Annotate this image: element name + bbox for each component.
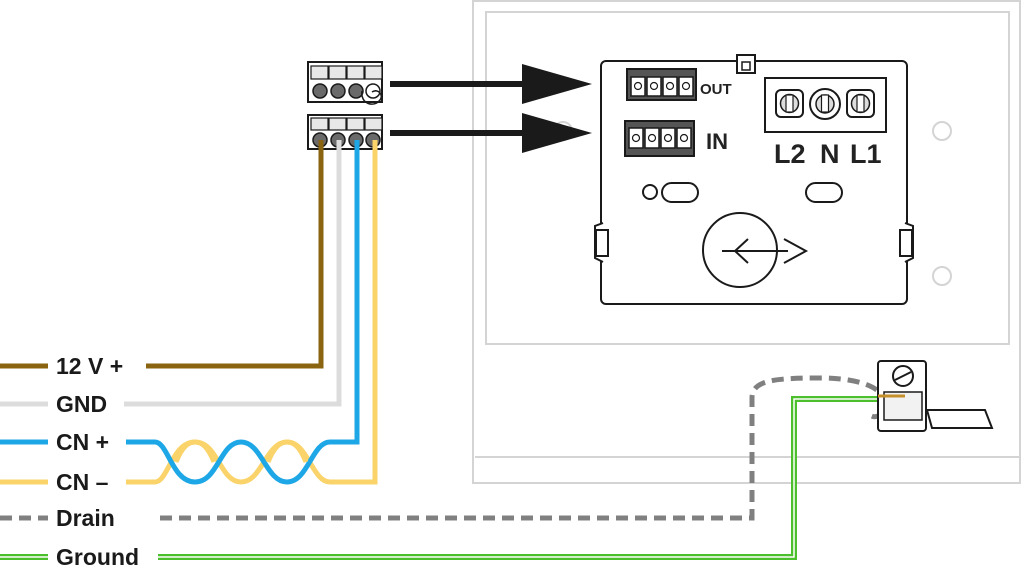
- label-gnd: GND: [56, 391, 107, 417]
- label-drain: Drain: [56, 505, 115, 531]
- mounting-hole: [932, 121, 952, 141]
- wire-cn-minus-crossing: [265, 439, 309, 463]
- n-label: N: [820, 139, 840, 169]
- wire-cn-plus: [0, 140, 360, 485]
- label-cn-plus: CN +: [56, 429, 109, 455]
- mounting-slot: [805, 182, 843, 203]
- in-label: IN: [706, 129, 728, 154]
- ground-terminal: [877, 360, 994, 432]
- l2-label: L2: [774, 139, 806, 169]
- l1-label: L1: [850, 139, 882, 169]
- loose-out-plug: [307, 61, 383, 105]
- wire-cn-minus-crossing: [173, 439, 217, 463]
- mounting-hole: [932, 266, 952, 286]
- label-cn-minus: CN –: [56, 469, 109, 495]
- label-12v: 12 V +: [56, 353, 123, 379]
- arrow-right-icon: [390, 113, 592, 153]
- screw-icon: [892, 365, 914, 387]
- jumper-wire: [361, 90, 383, 105]
- arrow-right-icon: [390, 64, 592, 104]
- label-ground: Ground: [56, 544, 139, 570]
- double-arrow-icon: [702, 212, 809, 288]
- wire-ground: [0, 396, 900, 560]
- in-connector: IN: [624, 120, 728, 157]
- power-terminal-block: L2 N L1: [764, 77, 887, 169]
- mounting-slot: [661, 182, 699, 203]
- out-label: OUT: [700, 81, 732, 98]
- wire-12v: [0, 140, 324, 369]
- wire-gnd: [0, 140, 342, 407]
- out-connector: OUT: [626, 68, 732, 101]
- wire-cn-minus: [0, 140, 378, 485]
